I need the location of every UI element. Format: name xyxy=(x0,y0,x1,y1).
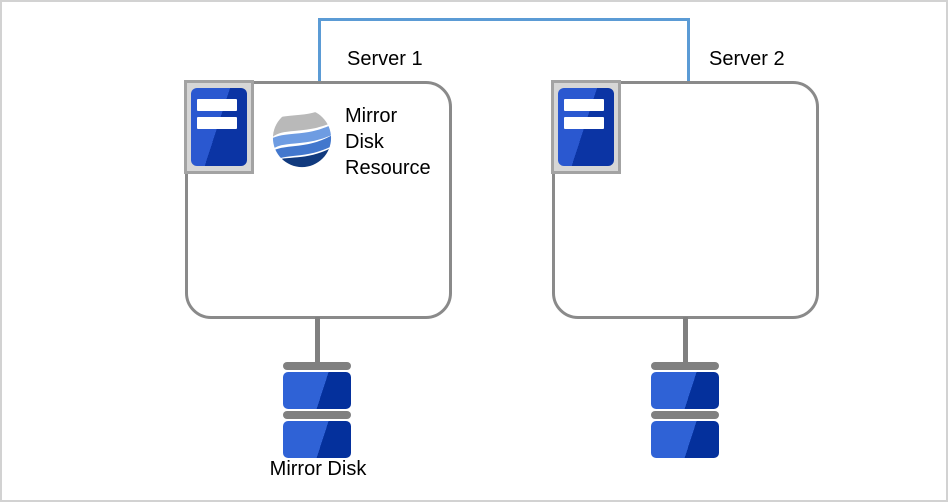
mirror-globe-icon xyxy=(272,108,332,168)
disk-bar xyxy=(651,362,719,370)
server-tower-body xyxy=(558,88,614,166)
disk-platter xyxy=(283,421,351,458)
disk-bar xyxy=(651,411,719,419)
disk-stack-icon xyxy=(651,362,719,458)
interconnect-line-server2 xyxy=(687,18,690,82)
interconnect-line-horizontal xyxy=(318,18,690,21)
server-tower-icon xyxy=(184,80,254,174)
disk-platter xyxy=(651,372,719,409)
disk-connector-server1 xyxy=(315,317,320,363)
disk-bar xyxy=(283,362,351,370)
tower-slot xyxy=(197,117,237,129)
disk-stack-icon xyxy=(283,362,351,458)
resource-label-line: Disk xyxy=(345,131,384,153)
disk-platter xyxy=(283,372,351,409)
mirror-disk-caption: Mirror Disk xyxy=(269,458,367,480)
mirror-disk-resource-label: Mirror Disk Resource xyxy=(345,103,431,181)
server-tower-body xyxy=(191,88,247,166)
disk-connector-server2 xyxy=(683,317,688,363)
resource-label-line: Mirror xyxy=(345,105,398,127)
tower-slot xyxy=(197,99,237,111)
server2-label: Server 2 xyxy=(709,48,785,70)
interconnect-line-server1 xyxy=(318,18,321,82)
tower-slot xyxy=(564,117,604,129)
disk-platter xyxy=(651,421,719,458)
server-tower-icon xyxy=(551,80,621,174)
resource-label-line: Resource xyxy=(345,157,431,179)
disk-bar xyxy=(283,411,351,419)
server1-label: Server 1 xyxy=(347,48,423,70)
tower-slot xyxy=(564,99,604,111)
